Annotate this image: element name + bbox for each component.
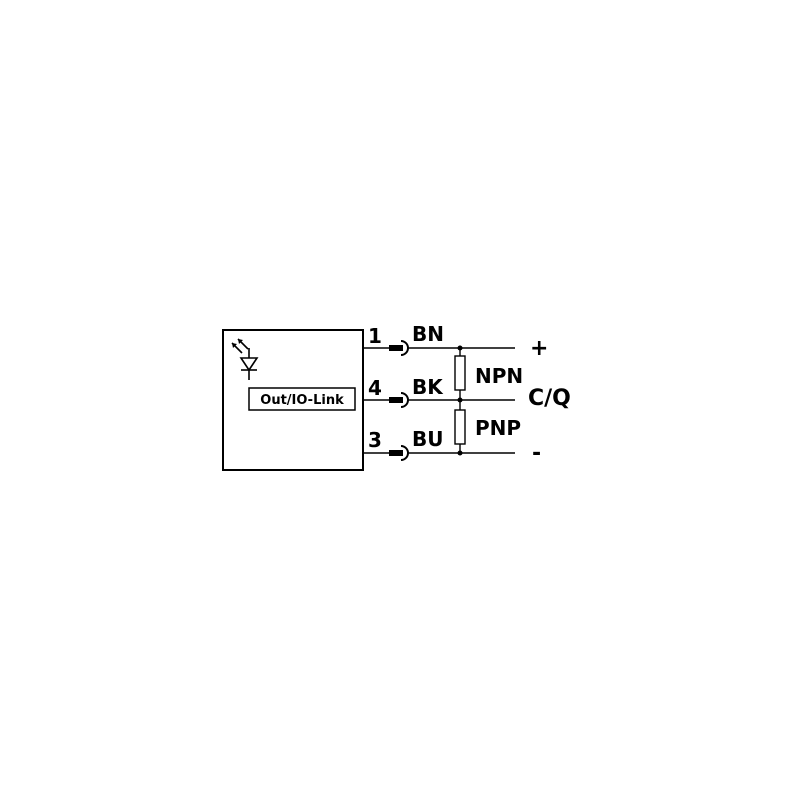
photodiode-icon [231, 338, 259, 380]
resistor-icon-pnp [454, 409, 466, 445]
interface-label-box [248, 387, 356, 411]
connector-pin-3 [389, 445, 409, 461]
interface-label: Out/IO-Link [260, 393, 344, 408]
rail-label-cq: C/Q [528, 386, 571, 411]
connector-pin-4 [389, 392, 409, 408]
pin-number-1: 1 [368, 324, 382, 348]
load-label-npn: NPN [475, 364, 523, 388]
connector-pin-1 [389, 340, 409, 356]
pin-number-4: 4 [368, 376, 382, 400]
pin-number-3: 3 [368, 428, 382, 452]
rail-label-plus: + [530, 336, 548, 361]
wire-color-bu: BU [412, 427, 443, 451]
pin-leads [363, 347, 392, 454]
wire-color-bk: BK [412, 375, 444, 399]
connector-socket-icon [389, 340, 409, 461]
rail-label-minus: - [532, 441, 541, 466]
resistor-icon-npn [454, 355, 466, 391]
load-label-pnp: PNP [475, 416, 521, 440]
wire-color-bn: BN [412, 322, 444, 346]
junction-dots [457, 345, 463, 456]
